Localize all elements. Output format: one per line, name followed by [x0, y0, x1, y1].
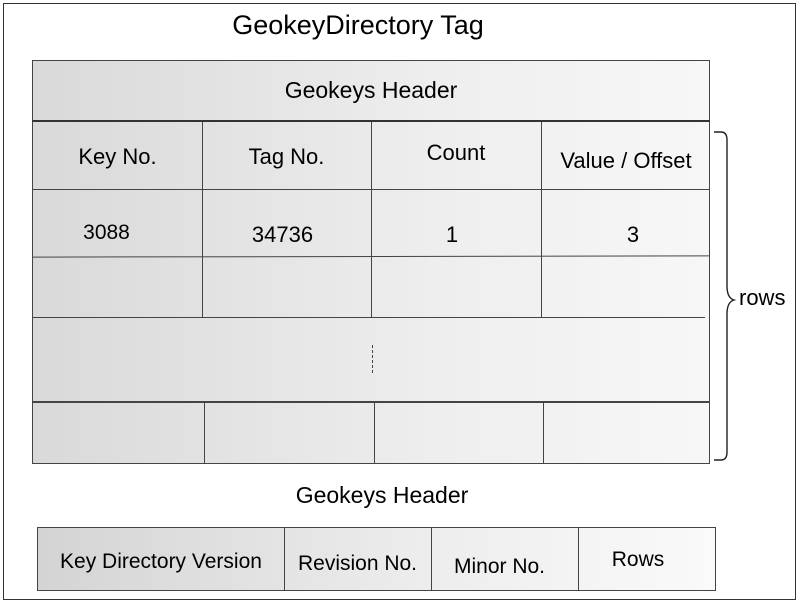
field-revision-no: Revision No.	[297, 552, 418, 575]
row-divider	[33, 401, 709, 403]
rows-brace	[714, 131, 737, 461]
header-breakdown-title: Geokeys Header	[295, 482, 469, 508]
column-heading-tag-no: Tag No.	[248, 143, 325, 169]
diagram-title: GeokeyDirectory Tag	[232, 10, 484, 40]
table-header: Geokeys Header	[32, 60, 710, 122]
field-divider	[431, 527, 432, 591]
column-divider	[543, 401, 544, 464]
row-1-key-no: 3088	[83, 220, 130, 244]
column-divider	[371, 122, 372, 317]
column-divider-dashed	[372, 345, 373, 373]
column-divider	[202, 122, 203, 317]
column-heading-key-no: Key No.	[78, 143, 157, 169]
rows-label: rows	[739, 285, 786, 310]
field-key-directory-version: Key Directory Version	[60, 550, 262, 573]
row-1-value-offset: 3	[626, 221, 640, 247]
row-1-count: 1	[445, 221, 459, 247]
field-minor-no: Minor No.	[453, 555, 546, 578]
row-divider	[33, 317, 705, 318]
column-heading-count: Count	[426, 139, 486, 165]
column-divider	[374, 401, 375, 464]
header-fields-box	[37, 527, 716, 591]
column-heading-value-offset: Value / Offset	[560, 147, 692, 173]
row-1-tag-no: 34736	[251, 221, 314, 247]
field-rows: Rows	[611, 548, 665, 571]
column-divider	[541, 122, 542, 317]
field-divider	[284, 527, 285, 591]
column-divider	[204, 401, 205, 464]
field-divider	[578, 527, 579, 591]
diagram-frame	[3, 3, 796, 600]
